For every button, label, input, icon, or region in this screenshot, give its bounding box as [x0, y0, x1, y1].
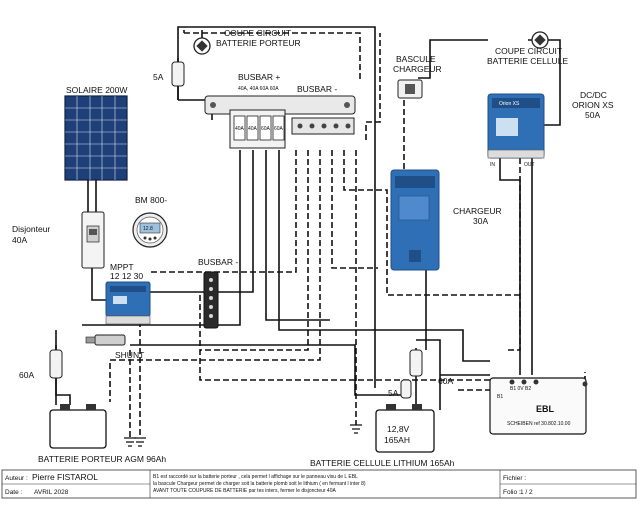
label-ebl: EBL [536, 404, 555, 414]
label-shunt: SHUNT [115, 350, 144, 360]
battery-switch-porteur [193, 37, 211, 55]
battery-cellule [375, 404, 435, 453]
label-fuse-60a-left: 60A [19, 370, 34, 380]
charger-30a [390, 169, 440, 271]
label-busbar-minus-2: BUSBAR - [198, 257, 238, 267]
busbar-slot-1: 40A [235, 126, 245, 132]
busbar-top-block [204, 95, 356, 149]
label-coupe-porteur-1: COUPE CIRCUIT [224, 28, 291, 38]
mppt-controller [105, 281, 151, 325]
label-ebl-ref: SCHEIBEN ref 30.802.10.00 [507, 421, 571, 427]
label-in: IN [490, 162, 495, 168]
footer-auteur: Pierre FISTAROL [32, 472, 98, 482]
label-lithium-v: 12,8V [387, 424, 410, 434]
footer-auteur-label: Auteur : [5, 475, 28, 482]
label-dcdc-1: DC/DC [580, 90, 607, 100]
label-solaire: SOLAIRE 200W [66, 85, 127, 95]
negative-wires [88, 30, 586, 438]
label-mppt-2: 12 12 30 [110, 271, 143, 281]
label-batt-porteur: BATTERIE PORTEUR AGM 96Ah [38, 454, 166, 464]
label-coupe-cellule-2: BATTERIE CELLULE [487, 56, 568, 66]
footer-note-1: B1 est raccordé sur la batterie porteur … [153, 474, 358, 480]
label-chargeur-1: CHARGEUR [453, 206, 502, 216]
label-busbar-minus: BUSBAR - [297, 84, 337, 94]
shunt [85, 334, 126, 346]
label-bascule-1: BASCULE [396, 54, 436, 64]
busbar-slot-4: 60A [274, 126, 284, 132]
label-dcdc-3: 50A [585, 110, 600, 120]
label-batt-cellule: BATTERIE CELLULE LITHIUM 165Ah [310, 458, 455, 468]
fuse-5a-top [171, 61, 185, 87]
label-ebl-terminals: B1 0V B2 [510, 386, 531, 392]
label-bascule-2: CHARGEUR [393, 64, 442, 74]
battery-porteur [49, 404, 107, 449]
charger-switch [397, 79, 423, 99]
footer-folio-label: Folio : [503, 489, 521, 496]
battery-monitor [132, 212, 168, 248]
label-disjoncteur-1: Disjonteur [12, 224, 50, 234]
footer-date: AVRIL 2028 [34, 489, 69, 496]
footer-note-2: la bascule Chargeur permet de charger so… [153, 481, 366, 487]
ebl-unit [489, 377, 588, 435]
label-busbar-fuses: 40A, 40A 60A 60A [238, 86, 279, 92]
busbar-slot-2: 40A [248, 126, 258, 132]
fuse-60a-left [49, 349, 63, 379]
solar-panel [64, 95, 128, 181]
label-chargeur-2: 30A [473, 216, 488, 226]
label-out: OUT [524, 162, 535, 168]
busbar-slot-3: 60A [261, 126, 271, 132]
fuse-5a-bottom [400, 379, 412, 399]
label-fuse-5a-top: 5A [153, 72, 164, 82]
label-bm: BM 800- [135, 195, 167, 205]
label-coupe-cellule-1: COUPE CIRCUIT [495, 46, 562, 56]
labels: COUPE CIRCUIT BATTERIE PORTEUR COUPE CIR… [12, 28, 614, 468]
label-bm-screen: 12.8 [143, 226, 153, 232]
orion-dcdc [487, 93, 545, 159]
footer-folio: 1 / 2 [520, 489, 533, 496]
label-fuse-5a-bottom: 5A [388, 388, 399, 398]
ground-symbols [124, 424, 362, 447]
fuses [49, 61, 423, 399]
label-ebl-b1: B1 [497, 394, 503, 400]
battery-switch-cellule [531, 31, 549, 49]
label-disjoncteur-2: 40A [12, 235, 27, 245]
footer-fichier-label: Fichier : [503, 475, 526, 482]
footer-date-label: Date : [5, 489, 23, 496]
title-block: Auteur : Pierre FISTAROL Date : AVRIL 20… [1, 469, 637, 499]
label-dcdc-2: ORION XS [572, 100, 614, 110]
breaker-40a [81, 211, 105, 269]
footer-note-3: AVANT TOUTE COUPURE DE BATTERIE par tes … [153, 488, 336, 494]
label-orion-title: Orion XS [499, 101, 520, 107]
label-lithium-ah: 165AH [384, 435, 410, 445]
fuse-60a-right [409, 349, 423, 377]
label-fuse-60a-right: 60A [438, 376, 453, 386]
label-busbar-plus: BUSBAR + [238, 72, 280, 82]
busbar-negative-vertical [203, 271, 219, 329]
label-mppt-1: MPPT [110, 262, 134, 272]
label-coupe-porteur-2: BATTERIE PORTEUR [216, 38, 301, 48]
